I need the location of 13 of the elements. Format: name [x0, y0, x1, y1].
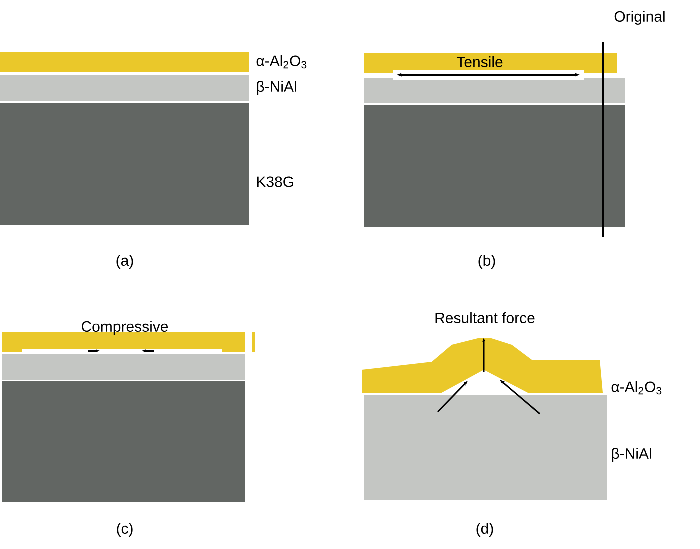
layer-label: β-NiAl [612, 448, 652, 462]
panel-label: (a) [116, 255, 134, 269]
panel-label: (c) [117, 523, 133, 537]
layer-label: α-Al$_{2}$O$_{3}$ [612, 381, 662, 395]
line-label: Original [614, 11, 665, 25]
layer-label: β-NiAl [257, 81, 296, 95]
force-label: Resultant force [436, 312, 535, 324]
stress-label: Tensile [457, 56, 503, 68]
stress-label: Compressive [82, 321, 168, 335]
panel-label: (d) [476, 523, 494, 537]
layer-label: K38G [257, 176, 294, 188]
panel-label: (b) [478, 255, 496, 269]
layer-label: α-Al$_{2}$O$_{3}$ [256, 55, 307, 69]
